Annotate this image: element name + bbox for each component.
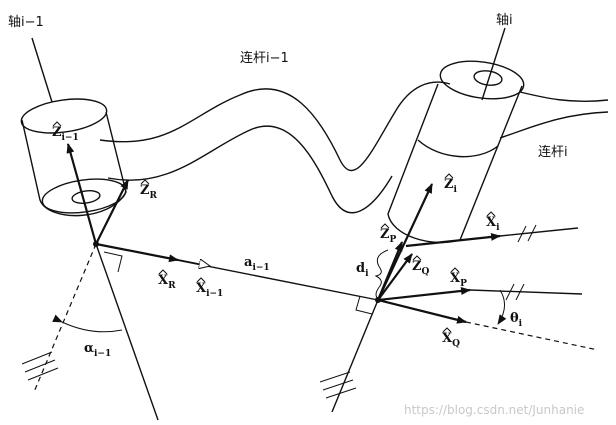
z-q-label: ZQ — [412, 259, 430, 277]
a-i-minus-1-label: ai−1 — [244, 255, 270, 273]
frame-right-axes — [375, 183, 471, 324]
axis-i-minus-1-label: 轴i−1 — [8, 15, 44, 30]
link-i-minus-1-label: 连杆i−1 — [240, 50, 289, 66]
joint-i-cylinder — [387, 60, 525, 244]
x-axis-r-arrow — [95, 242, 179, 263]
watermark-text: https://blog.csdn.net/Junhanie — [404, 403, 584, 417]
x-axis-q-extension — [465, 321, 599, 351]
joint-i-minus-1-cylinder — [20, 98, 127, 217]
z-axis-i-minus-1-arrow — [66, 143, 98, 245]
common-normal-line — [95, 243, 379, 315]
x-q-label: XQ — [442, 331, 460, 349]
z-r-label: ZR — [140, 183, 158, 201]
x-axis-p-extension — [469, 283, 583, 301]
axis-i-label: 轴i — [496, 13, 513, 28]
alpha-angle-arc — [52, 314, 123, 333]
frame-left-axes — [66, 143, 210, 266]
link-i-label: 连杆i — [538, 144, 568, 160]
alpha-i-minus-1-label: αi−1 — [84, 341, 111, 359]
x-axis-i-line — [405, 224, 579, 248]
link-i-body — [499, 91, 609, 139]
hat-marks — [52, 121, 496, 333]
link-i-minus-1-body — [99, 81, 451, 214]
x-r-label: XR — [158, 273, 176, 291]
x-axis-q-arrow — [377, 298, 467, 324]
x-p-label: XP — [450, 271, 467, 289]
d-i-brace — [374, 249, 389, 301]
joint-axis-i — [319, 27, 506, 413]
z-i-minus-1-label: Zi−1 — [52, 125, 79, 143]
d-i-label: di — [356, 261, 369, 279]
z-axis-p-arrow — [376, 241, 404, 301]
z-axis-r-arrow — [95, 179, 129, 245]
z-axis-q-arrow — [377, 253, 413, 301]
x-i-minus-1-label: Xi−1 — [196, 281, 223, 299]
z-i-label: Zi — [444, 177, 458, 195]
theta-angle-arc — [497, 289, 507, 325]
x-axis-p-arrow — [377, 286, 471, 302]
x-axis-i-minus-1-arrow — [169, 257, 210, 266]
theta-i-label: θi — [510, 311, 523, 329]
joint-axis-i-minus-1 — [21, 37, 159, 421]
z-p-label: ZP — [380, 227, 397, 245]
x-i-label: Xi — [486, 215, 500, 233]
